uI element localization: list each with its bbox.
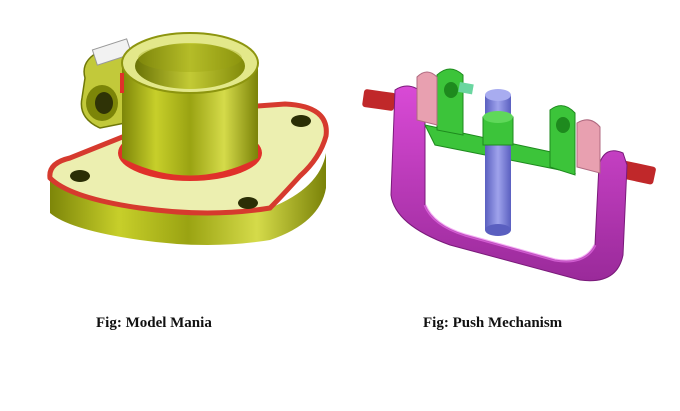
flanged-bracket-image [47,32,329,245]
push-mechanism-figure [355,55,665,285]
push-mechanism-image [362,68,656,282]
flange-side [50,153,326,245]
right-green-bracket [549,105,576,176]
left-green-bracket [436,68,464,136]
model-mania-figure [30,18,340,268]
left-screw [362,89,396,111]
push-mechanism-caption: Fig: Push Mechanism [423,315,563,331]
cylinder-body [122,63,258,176]
model-mania-caption: Fig: Model Mania [96,315,212,331]
